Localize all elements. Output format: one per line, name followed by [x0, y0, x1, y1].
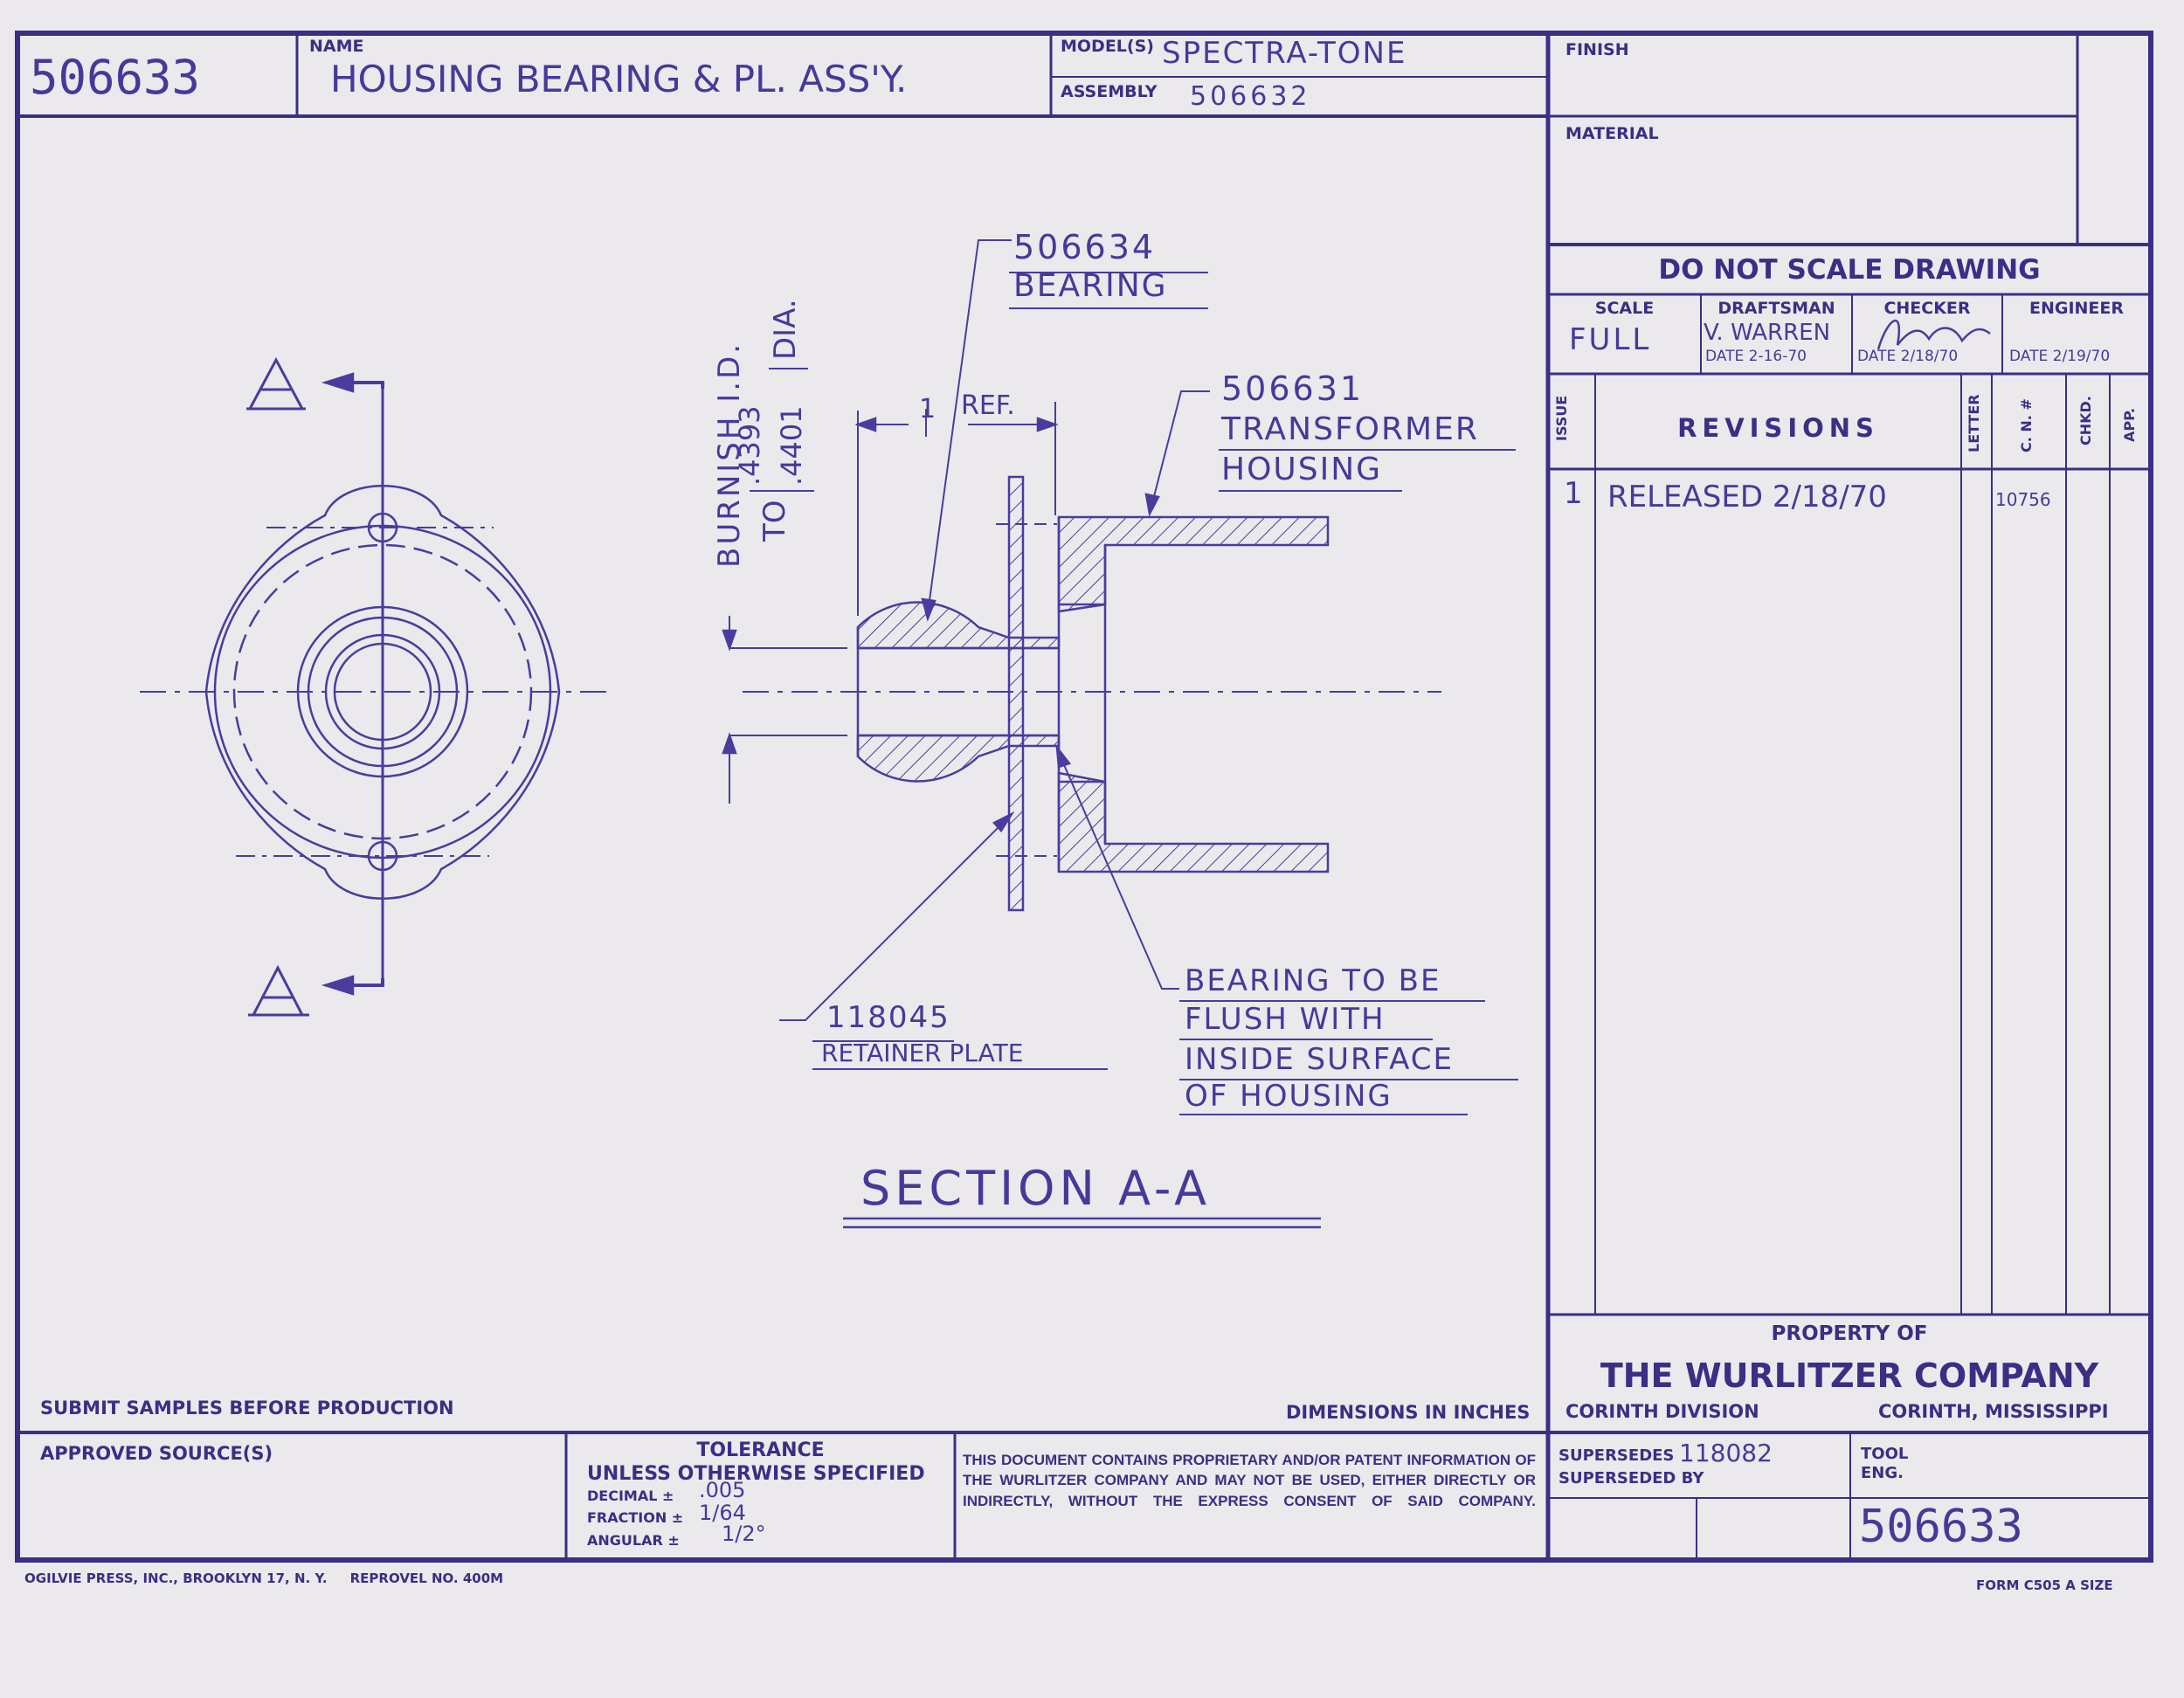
- proprietary-notice: THIS DOCUMENT CONTAINS PROPRIETARY AND/O…: [963, 1452, 1536, 1509]
- section-markers: [246, 356, 309, 1017]
- name-value: HOUSING BEARING & PL. ASS'Y.: [330, 58, 908, 100]
- burnish-dim-2: .4401: [775, 405, 808, 486]
- angular-value: 1/2°: [722, 1522, 766, 1546]
- eng-label: ENG.: [1861, 1464, 1904, 1482]
- ref-value: 1: [919, 394, 936, 424]
- property-of-label: PROPERTY OF: [1771, 1322, 1928, 1345]
- revision-row-cn: 10756: [1995, 489, 2051, 510]
- burnish-dia: DIA.: [768, 299, 803, 360]
- revision-row-issue: 1: [1564, 476, 1583, 511]
- supersedes-label: SUPERSEDES: [1559, 1446, 1675, 1465]
- revisions-issue-header: ISSUE: [1553, 395, 1570, 441]
- note-line-1: BEARING TO BE: [1185, 963, 1441, 998]
- company-division: CORINTH DIVISION: [1565, 1401, 1759, 1422]
- engineer-label: ENGINEER: [2028, 299, 2125, 318]
- section-view: [722, 239, 1518, 1229]
- decimal-label: DECIMAL ±: [587, 1487, 674, 1504]
- approved-sources-label: APPROVED SOURCE(S): [40, 1443, 273, 1464]
- decimal-value: .005: [699, 1478, 746, 1502]
- company-location: CORINTH, MISSISSIPPI: [1878, 1401, 2109, 1422]
- tolerance-title: TOLERANCE: [696, 1439, 825, 1461]
- fraction-label: FRACTION ±: [587, 1509, 684, 1526]
- material-label: MATERIAL: [1565, 124, 1659, 143]
- company-name: THE WURLITZER COMPANY: [1600, 1356, 2099, 1395]
- supersedes-value: 118082: [1679, 1439, 1773, 1467]
- burnish-dim-1: .4393: [733, 405, 766, 486]
- housing-label-1: TRANSFORMER: [1221, 411, 1479, 447]
- do-not-scale-banner: DO NOT SCALE DRAWING: [1658, 254, 2041, 286]
- superseded-by-label: SUPERSEDED BY: [1559, 1469, 1704, 1487]
- ref-label: REF.: [961, 390, 1015, 421]
- bearing-part-number: 506634: [1013, 228, 1157, 266]
- revision-row-description: RELEASED 2/18/70: [1607, 480, 1887, 514]
- housing-label-2: HOUSING: [1221, 452, 1383, 487]
- front-view: [140, 372, 612, 996]
- retainer-part-number: 118045: [826, 1000, 950, 1035]
- checker-date: DATE 2/18/70: [1857, 348, 1959, 365]
- tolerance-subtitle: UNLESS OTHERWISE SPECIFIED: [587, 1463, 925, 1485]
- revisions-cn-header: C. N. #: [2018, 398, 2035, 452]
- tool-label: TOOL: [1861, 1445, 1909, 1463]
- bearing-label: BEARING: [1013, 268, 1168, 304]
- checker-signature: [1876, 319, 1991, 350]
- revisions-title: REVISIONS: [1677, 413, 1879, 443]
- models-value: SPECTRA-TONE: [1162, 36, 1407, 71]
- dimensions-note: DIMENSIONS IN INCHES: [1286, 1402, 1531, 1423]
- section-title: SECTION A-A: [860, 1161, 1212, 1216]
- burnish-to: TO: [757, 500, 792, 542]
- assembly-value: 506632: [1190, 81, 1311, 112]
- checker-label: CHECKER: [1883, 299, 1971, 318]
- models-label: MODEL(S): [1061, 37, 1154, 56]
- engineer-date: DATE 2/19/70: [2009, 348, 2111, 365]
- scale-value: FULL: [1569, 322, 1652, 357]
- angular-label: ANGULAR ±: [587, 1532, 680, 1549]
- note-line-3: INSIDE SURFACE: [1185, 1042, 1454, 1077]
- revisions-letter-header: LETTER: [1966, 394, 1982, 452]
- drawing-number-bottom: 506633: [1859, 1501, 2023, 1553]
- note-line-4: OF HOUSING: [1185, 1079, 1393, 1114]
- finish-label: FINISH: [1565, 40, 1629, 59]
- note-line-2: FLUSH WITH: [1185, 1002, 1386, 1037]
- fraction-value: 1/64: [699, 1501, 746, 1525]
- drawing-number: 506633: [30, 50, 201, 105]
- assembly-label: ASSEMBLY: [1061, 82, 1158, 101]
- scale-label: SCALE: [1594, 299, 1655, 318]
- revisions-app-header: APP.: [2121, 408, 2138, 442]
- draftsman-label: DRAFTSMAN: [1717, 299, 1835, 318]
- name-label: NAME: [309, 37, 364, 56]
- submit-samples-note: SUBMIT SAMPLES BEFORE PRODUCTION: [40, 1398, 454, 1418]
- revisions-chkd-header: CHKD.: [2077, 396, 2094, 445]
- printer-imprint: OGILVIE PRESS, INC., BROOKLYN 17, N. Y. …: [24, 1570, 504, 1586]
- draftsman-value: V. WARREN: [1704, 320, 1831, 346]
- retainer-label: RETAINER PLATE: [821, 1039, 1024, 1067]
- housing-part-number: 506631: [1221, 369, 1365, 408]
- form-number: FORM C505 A SIZE: [1976, 1577, 2113, 1593]
- title-block-frame: [15, 31, 2153, 1563]
- draftsman-date: DATE 2-16-70: [1705, 348, 1807, 365]
